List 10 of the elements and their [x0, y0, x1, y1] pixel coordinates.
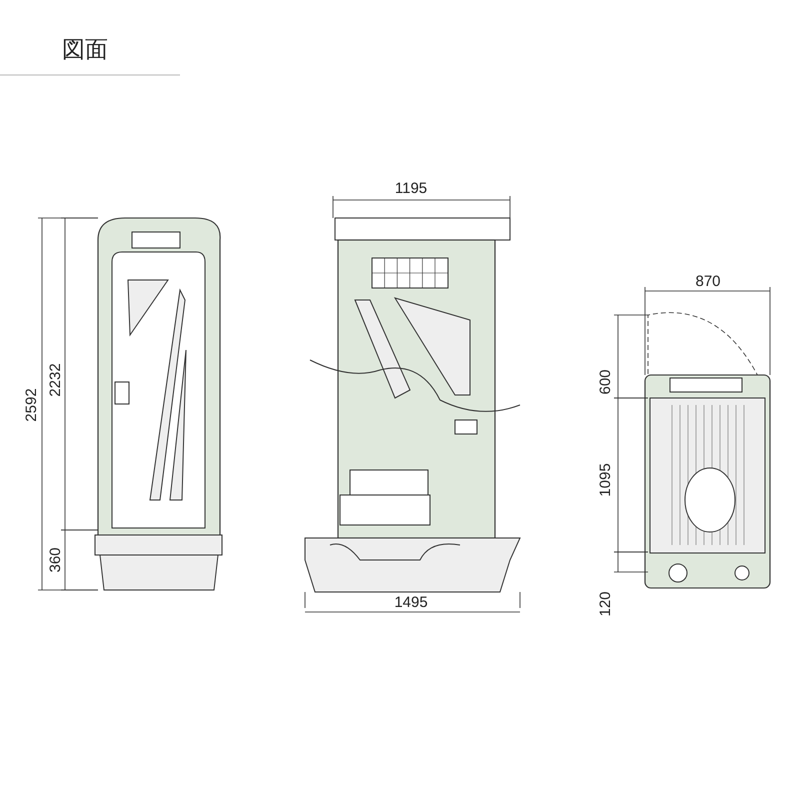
dimension-label: 2232	[48, 363, 64, 397]
dimension-label: 1495	[394, 595, 428, 611]
dimension-label: 870	[695, 274, 721, 290]
dimension-label: 600	[598, 369, 614, 395]
dimension-label: 120	[598, 591, 614, 617]
dimension-label: 1095	[598, 463, 614, 497]
dimension-label: 2592	[24, 388, 40, 422]
dimension-label: 1195	[394, 181, 428, 197]
dimension-label: 360	[48, 547, 64, 573]
page-title: 図面	[62, 36, 108, 65]
